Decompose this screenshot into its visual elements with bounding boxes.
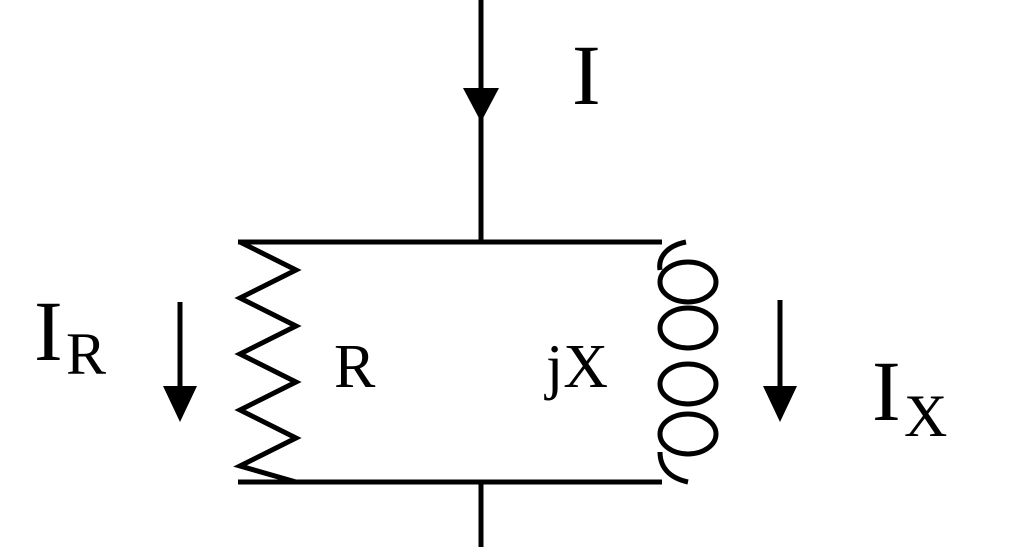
down-arrow-icon bbox=[463, 88, 499, 122]
resistor-current-arrow bbox=[163, 302, 197, 422]
down-arrow-icon bbox=[763, 386, 797, 422]
down-arrow-icon bbox=[163, 386, 197, 422]
source-current-arrow bbox=[463, 5, 499, 122]
resistor-current-label: I bbox=[34, 283, 63, 379]
resistor-label: R bbox=[334, 333, 376, 401]
inductor-icon bbox=[657, 239, 719, 485]
resistor-current-subscript: R bbox=[66, 321, 106, 387]
source-current-label: I bbox=[572, 27, 601, 123]
inductor-current-label: I bbox=[872, 343, 901, 439]
inductor-current-arrow bbox=[763, 300, 797, 422]
inductor-label: jX bbox=[544, 333, 608, 401]
resistor-icon bbox=[233, 239, 302, 485]
inductor-current-subscript: X bbox=[904, 383, 947, 449]
